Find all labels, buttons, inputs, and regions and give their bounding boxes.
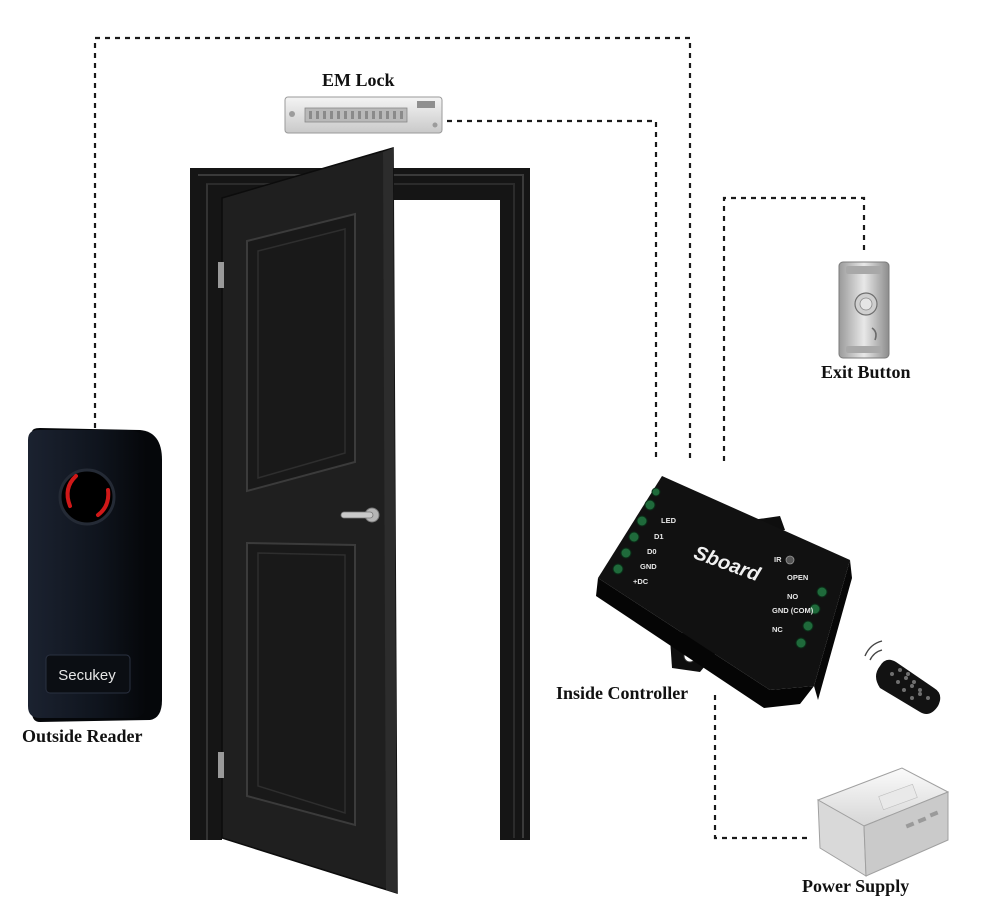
door-handle: [340, 507, 380, 523]
controller-ir-sensor: [785, 555, 795, 565]
terminal-gnd-com: GND (COM): [772, 606, 814, 615]
terminal-open: OPEN: [787, 573, 808, 582]
door-upper-panel: [246, 212, 356, 493]
outside-reader: [28, 428, 162, 722]
terminal-d0: D0: [647, 547, 657, 556]
door: [218, 147, 398, 895]
controller-left-labels: LED D1 D0 GND +DC: [633, 516, 677, 586]
terminal-dc: +DC: [633, 577, 649, 586]
wire-reader-to-controller: [93, 36, 692, 462]
wire-exit-to-controller: [722, 196, 866, 462]
exit-button-device: [838, 261, 890, 359]
terminal-ir-label: IR: [774, 555, 782, 564]
wiring: [93, 36, 866, 840]
door-hinge-bottom: [218, 752, 224, 778]
wire-controller-to-power: [713, 695, 812, 840]
power-supply-label: Power Supply: [802, 876, 910, 896]
em-lock-label: EM Lock: [322, 70, 395, 90]
controller-left-terminals: [612, 487, 661, 575]
controller-right-terminals: [795, 586, 828, 649]
inside-controller-label: Inside Controller: [556, 683, 689, 703]
terminal-nc: NC: [772, 625, 783, 634]
em-lock: [284, 96, 443, 134]
terminal-no: NO: [787, 592, 798, 601]
door-lower-panel: [246, 541, 356, 827]
remote-control: [864, 640, 941, 714]
controller-right-labels: IR OPEN NO GND (COM) NC: [772, 555, 814, 634]
terminal-d1: D1: [654, 532, 664, 541]
inside-controller: [596, 476, 852, 708]
terminal-led: LED: [661, 516, 677, 525]
door-hinge-top: [218, 262, 224, 288]
power-supply: [816, 767, 950, 877]
terminal-gnd: GND: [640, 562, 657, 571]
reader-brand: Secukey: [58, 667, 116, 684]
exit-button-label: Exit Button: [821, 362, 911, 382]
outside-reader-label: Outside Reader: [22, 726, 143, 746]
